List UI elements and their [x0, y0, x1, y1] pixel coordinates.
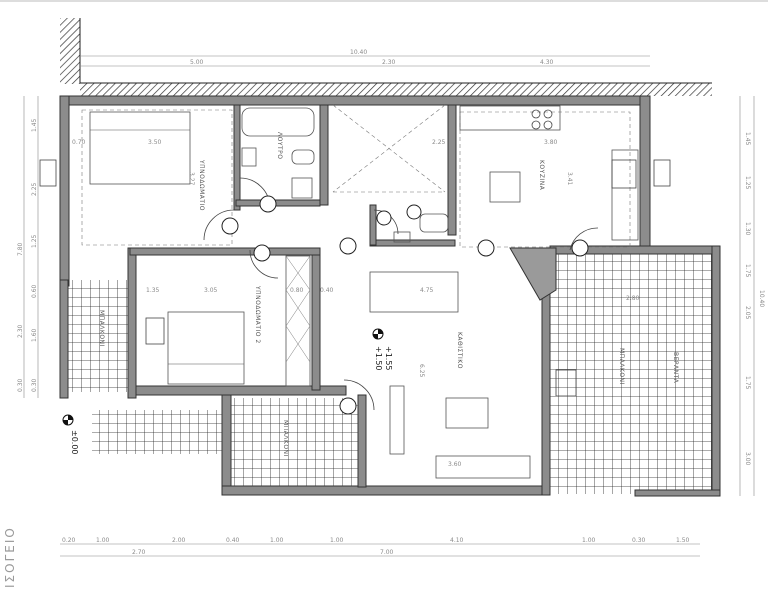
armchair [435, 455, 531, 479]
dim-left-7: 2.30 [17, 324, 24, 338]
dim-bed-width: 3.50 [148, 139, 162, 146]
stairs [92, 410, 222, 454]
level-floor-b: +1.50 [374, 346, 383, 371]
level-marker-ground [62, 414, 74, 426]
bathtub [241, 107, 315, 137]
walls [59, 95, 721, 497]
dim-bottom-6: 1.00 [330, 537, 344, 544]
dim-right-7: 3.00 [744, 452, 751, 466]
dim-inner-b: 1.35 [146, 287, 160, 294]
dim-living-bottom: 3.60 [448, 461, 462, 468]
kitchen-table [489, 171, 521, 203]
dim-left-4: 0.60 [31, 284, 38, 298]
toilet [291, 149, 315, 165]
dim-bottom-2: 1.00 [96, 537, 110, 544]
wardrobe [285, 255, 311, 387]
room-label-balcony-bottom: ΜΠΑΛΚΟΝΙ [282, 420, 289, 457]
veranda-floor [550, 252, 712, 494]
light-points [221, 195, 589, 415]
dim-right-6: 1.75 [744, 376, 751, 390]
dim-right-total: 10.40 [758, 290, 765, 307]
dim-right-4: 1.75 [744, 264, 751, 278]
dim-living-height: 6.25 [418, 364, 425, 378]
room-label-veranda: ΒΕΡΑΝΤΑ [672, 352, 679, 384]
ceiling-lines [81, 104, 631, 248]
dim-kitchen-width: 3.80 [544, 139, 558, 146]
dim-left-2: 2.25 [31, 182, 38, 196]
dim-bottom-5: 1.00 [270, 537, 284, 544]
balcony-bottom-floor [228, 398, 358, 490]
dim-bed2-width: 3.05 [204, 287, 218, 294]
dim-left-1: 1.45 [31, 118, 38, 132]
room-label-balcony-right: ΜΠΑΛΚΟΝΙ [618, 348, 625, 385]
dim-hall-width: 0.80 [290, 287, 304, 294]
fireplace [509, 247, 557, 301]
dim-left-5: 1.60 [31, 328, 38, 342]
dim-inner-a: 0.70 [72, 139, 86, 146]
dim-bottom-7: 4.10 [450, 537, 464, 544]
balcony-left-floor [66, 280, 132, 392]
dim-right-1: 1.45 [744, 132, 751, 146]
dim-top-seg2: 2.30 [382, 59, 396, 66]
dim-bath-width: 2.25 [432, 139, 446, 146]
dim-living-width: 4.75 [420, 287, 434, 294]
dim-left-total: 7.80 [17, 242, 24, 256]
drawing-title: ΙΣΟΓΕΙΟ [3, 526, 17, 588]
dim-inner-c: 0.40 [320, 287, 334, 294]
kitchen-counter [459, 105, 561, 131]
dim-bottom-4: 0.40 [226, 537, 240, 544]
room-label-balcony-left: ΜΠΑΛΚΟΝΙ [98, 310, 105, 347]
dim-bottom-9: 0.30 [632, 537, 646, 544]
dim-left-3: 1.25 [31, 234, 38, 248]
dim-top-seg3: 4.30 [540, 59, 554, 66]
dim-right-5: 2.05 [744, 306, 751, 320]
dim-bottom-total-1: 2.70 [132, 549, 146, 556]
dim-bottom-8: 1.00 [582, 537, 596, 544]
dim-bottom-3: 2.00 [172, 537, 186, 544]
dim-top-seg1: 5.00 [190, 59, 204, 66]
dim-left-6: 0.30 [31, 378, 38, 392]
level-marker-floor [372, 328, 384, 340]
room-label-bedroom-2: ΥΠΝΟΔΩΜΑΤΙΟ 2 [254, 285, 261, 344]
dim-bottom-10: 1.50 [676, 537, 690, 544]
room-label-bedroom: ΥΠΝΟΔΩΜΑΤΙΟ [198, 159, 205, 211]
dim-veranda-width: 2.80 [626, 295, 640, 302]
dim-bottom-total-2: 7.00 [380, 549, 394, 556]
level-floor-a: +1.55 [384, 346, 393, 371]
dim-top-total: 10.40 [350, 49, 367, 56]
dim-left-8: 0.30 [17, 378, 24, 392]
dim-right-3: 1.30 [744, 222, 751, 236]
level-ground: ±0.00 [70, 430, 79, 455]
dining-table [369, 271, 459, 313]
room-label-living: ΚΑΘΙΣΤΙΚΟ [456, 332, 463, 369]
bed-1 [89, 111, 191, 185]
neighbor-wall-hatch-top [80, 83, 712, 96]
dim-bottom-1: 0.20 [62, 537, 76, 544]
kitchen-counter-side [611, 149, 639, 241]
sofa [389, 385, 405, 455]
room-label-bath: ΛΟΥΤΡΟ [276, 132, 283, 160]
dim-right-2: 1.25 [744, 176, 751, 190]
dim-kitchen-height: 3.41 [566, 172, 573, 186]
bed-2 [167, 311, 245, 385]
coffee-table [445, 397, 489, 429]
dimension-lines [23, 55, 755, 557]
room-label-kitchen: ΚΟΥΖΙΝΑ [538, 160, 545, 191]
dim-bed-height: 3.27 [188, 172, 195, 186]
neighbor-wall-hatch [60, 18, 80, 84]
